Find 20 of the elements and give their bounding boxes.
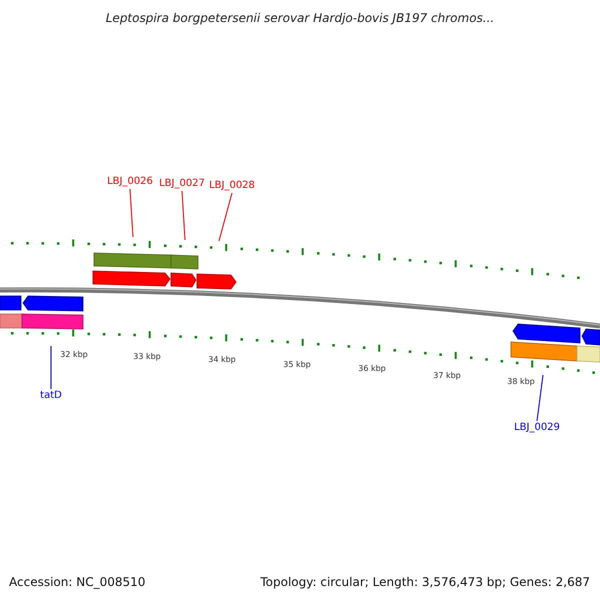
map-title: Leptospira borgpetersenii serovar Hardjo-bovis JB197 chromos... <box>104 11 496 25</box>
leader-line <box>536 374 544 422</box>
scale-label: 36 kbp <box>358 364 386 373</box>
accession-text: Accession: NC_008510 <box>9 575 146 589</box>
gene-label: LBJ_0026 <box>107 176 153 188</box>
scale-label: 35 kbp <box>283 360 311 369</box>
gene-label: LBJ_0028 <box>209 180 255 192</box>
scale-label: 33 kbp <box>133 352 161 361</box>
leader-line <box>130 188 134 238</box>
summary-text: Topology: circular; Length: 3,576,473 bp; Genes: 2,687 <box>260 575 590 589</box>
scale-label: 37 kbp <box>433 371 461 380</box>
gene-label: LBJ_0029 <box>514 422 560 434</box>
scale-label: 34 kbp <box>208 355 236 364</box>
leader-line <box>218 192 232 242</box>
leader-line <box>50 346 52 390</box>
scale-label: 38 kbp <box>507 377 535 386</box>
gene-label: LBJ_0027 <box>159 178 205 190</box>
leader-line <box>182 190 186 240</box>
gene-label: tatD <box>40 390 62 402</box>
scale-label: 32 kbp <box>60 350 88 359</box>
